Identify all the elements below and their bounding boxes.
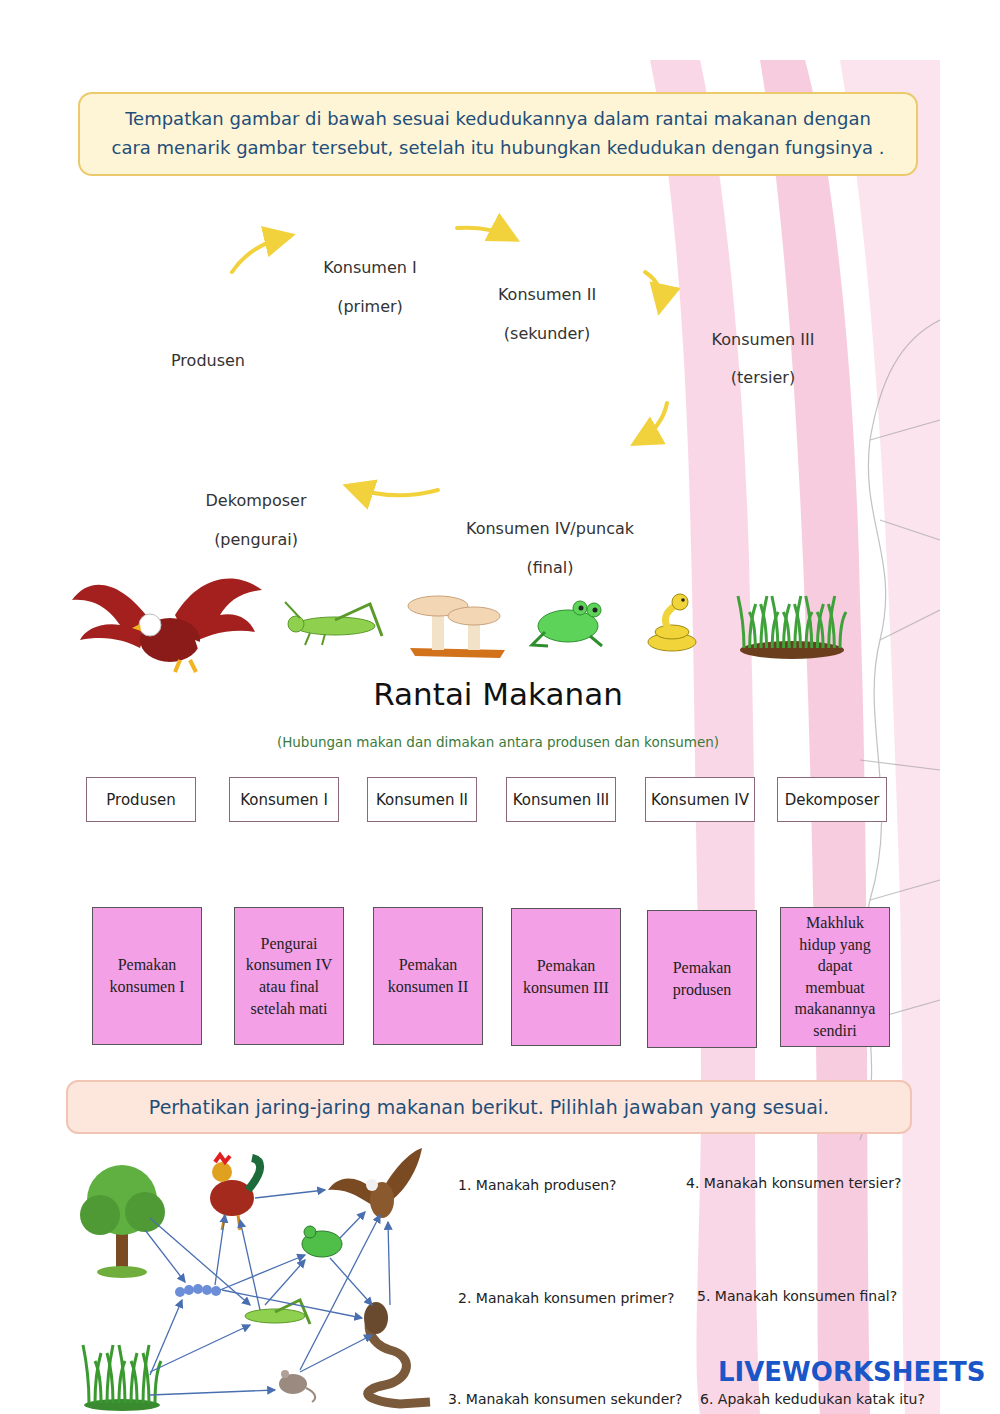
grass-blade	[829, 596, 835, 648]
question: 1. Manakah produsen?	[458, 1177, 617, 1195]
grass-blade	[840, 612, 846, 648]
grass-blade	[143, 1353, 149, 1403]
instruction-banner: Tempatkan gambar di bawah sesuai keduduk…	[78, 92, 918, 176]
level-box: Produsen	[86, 777, 196, 822]
grass-blade	[143, 1345, 149, 1403]
box-text: Pemakan konsumen II	[379, 954, 477, 997]
instruction-banner: Perhatikan jaring-jaring makanan berikut…	[66, 1080, 912, 1134]
box-text: Perhatikan jaring-jaring makanan berikut…	[149, 1095, 829, 1120]
frog-picture	[532, 601, 602, 646]
level-box: Dekomposer	[777, 777, 887, 822]
grass-blade	[795, 596, 801, 648]
grass-blade	[107, 1345, 113, 1403]
snake-picture	[648, 594, 696, 651]
grass-blade	[772, 596, 778, 648]
grass-blade	[817, 612, 823, 648]
grass-blade	[83, 1345, 89, 1403]
box-text: Konsumen II	[376, 791, 468, 809]
grass-blade	[95, 1361, 101, 1403]
grass-blade	[806, 596, 812, 648]
function-box: Pemakan produsen	[647, 910, 757, 1048]
box-text: Pemakan konsumen I	[98, 954, 196, 997]
level-box: Konsumen III	[506, 777, 616, 822]
box-text: Pemakan produsen	[653, 957, 751, 1000]
question: 4. Manakah konsumen tersier?	[686, 1175, 901, 1193]
box-text: Tempatkan gambar di bawah sesuai keduduk…	[104, 105, 892, 163]
question: 3. Manakah konsumen sekunder?	[448, 1391, 683, 1409]
level-label: Konsumen I	[323, 258, 416, 278]
grass-blade	[749, 612, 755, 648]
box-text: Pengurai konsumen IV atau final setelah …	[240, 933, 338, 1019]
mushroom-picture	[408, 596, 505, 658]
box-text: Konsumen IV	[651, 791, 749, 809]
function-box: Makhluk hidup yang dapat membuat makanan…	[780, 907, 890, 1047]
level-box: Konsumen IV	[645, 777, 755, 822]
grass-blade	[817, 604, 823, 648]
level-box: Konsumen I	[229, 777, 339, 822]
function-box: Pemakan konsumen III	[511, 908, 621, 1046]
level-label: Konsumen IV/puncak	[466, 519, 634, 539]
grasshopper-picture	[285, 602, 382, 645]
grass-picture	[738, 596, 846, 659]
grass-blade	[761, 596, 767, 648]
cycle-arrows	[232, 228, 667, 496]
subtitle: (Hubungan makan dan dimakan antara produ…	[277, 734, 719, 751]
box-text: Pemakan konsumen III	[517, 955, 615, 998]
grass-blade	[131, 1353, 137, 1403]
function-box: Pengurai konsumen IV atau final setelah …	[234, 907, 344, 1045]
function-box: Pemakan konsumen I	[92, 907, 202, 1045]
food-web-picture	[80, 1148, 430, 1411]
grass-blade	[750, 604, 756, 648]
question: 6. Apakah kedudukan katak itu?	[700, 1391, 925, 1409]
level-label: Konsumen III	[712, 330, 815, 350]
page-title: Rantai Makanan	[373, 676, 623, 712]
box-text: Produsen	[106, 791, 175, 809]
box-text: Makhluk hidup yang dapat membuat makanan…	[786, 912, 884, 1042]
level-label: Produsen	[171, 351, 245, 371]
level-label: Konsumen II	[498, 285, 596, 305]
box-text: Konsumen I	[240, 791, 328, 809]
watermark: LIVEWORKSHEETS	[718, 1356, 986, 1389]
level-box: Konsumen II	[367, 777, 477, 822]
level-label: (final)	[527, 558, 574, 578]
box-text: Konsumen III	[513, 791, 609, 809]
grass-blade	[783, 612, 789, 648]
eagle-picture	[72, 579, 262, 672]
question: 2. Manakah konsumen primer?	[458, 1290, 674, 1308]
grass-blade	[828, 604, 834, 648]
level-label: (tersier)	[731, 368, 795, 388]
grass-blade	[107, 1353, 113, 1403]
level-label: (primer)	[337, 297, 403, 317]
grass-blade	[794, 604, 800, 648]
question: 5. Manakah konsumen final?	[697, 1288, 897, 1306]
grass-blade	[119, 1345, 125, 1403]
grass-blade	[761, 604, 767, 648]
box-text: Dekomposer	[785, 791, 880, 809]
level-label: Dekomposer	[206, 491, 307, 511]
level-label: (sekunder)	[504, 324, 590, 344]
grass-blade	[95, 1353, 101, 1403]
grass-blade	[738, 596, 744, 648]
level-label: (pengurai)	[214, 530, 298, 550]
grass-blade	[784, 604, 790, 648]
function-box: Pemakan konsumen II	[373, 907, 483, 1045]
grass-blade	[131, 1361, 137, 1403]
